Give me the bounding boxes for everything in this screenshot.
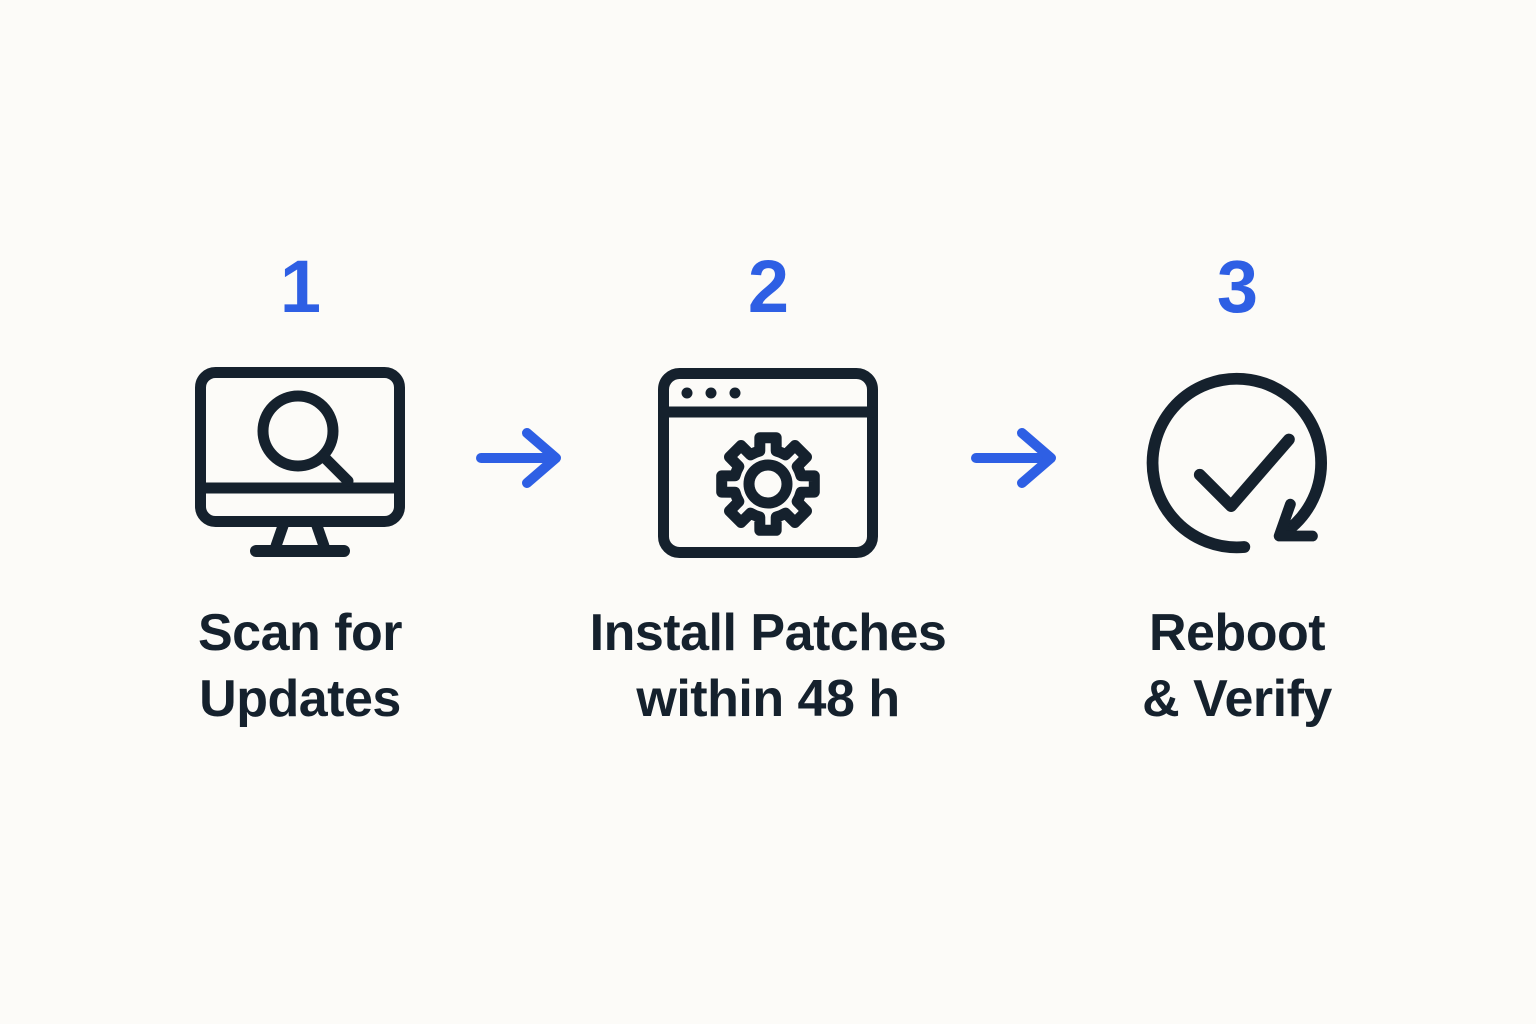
step-label-scan: Scan for Updates <box>197 600 403 732</box>
reboot-check-icon <box>1139 368 1335 558</box>
step-install-patches: 2 Install Patches within 48 h <box>558 245 978 732</box>
step-number-2: 2 <box>747 245 789 328</box>
step-label-line2: & Verify <box>1142 670 1332 728</box>
right-arrow-icon <box>476 426 564 495</box>
step-label-reboot: Reboot & Verify <box>1142 600 1332 732</box>
step-reboot-verify: 3 Reboot & Verify <box>1027 245 1447 732</box>
right-arrow-icon <box>971 426 1059 495</box>
step-scan-for-updates: 1 Scan for Updates <box>110 245 490 732</box>
step-label-install: Install Patches within 48 h <box>590 600 947 732</box>
step-label-line1: Reboot <box>1148 604 1326 662</box>
step-label-line2: Updates <box>199 670 401 728</box>
step-label-line2: within 48 h <box>636 670 900 728</box>
step-number-3: 3 <box>1216 245 1258 328</box>
step-label-line1: Install Patches <box>589 604 947 662</box>
step-number-1: 1 <box>279 245 321 328</box>
step-label-line1: Scan for <box>197 604 403 662</box>
monitor-search-icon <box>195 367 405 558</box>
browser-gear-icon <box>658 368 878 558</box>
